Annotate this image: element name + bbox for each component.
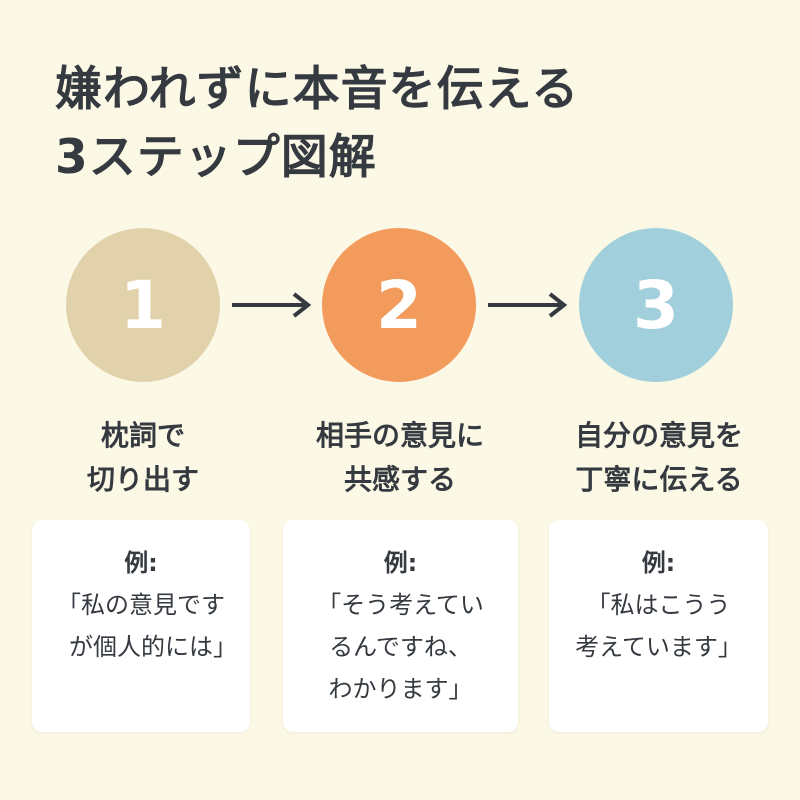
arrow-right-icon (488, 292, 568, 318)
example-label: 例: (641, 549, 676, 577)
example-label: 例: (124, 549, 158, 577)
step-1-circle: 1 (66, 228, 220, 382)
title-line-1: 嫌われずに本音を伝える (55, 62, 580, 117)
example-line: 「そう考えてい (317, 591, 484, 619)
label-line: 自分の意見を (574, 419, 743, 452)
label-line: 共感する (343, 463, 456, 496)
step-2-label: 相手の意見に 共感する (275, 414, 525, 502)
label-line: 丁寧に伝える (575, 463, 743, 496)
example-line: 「私の意見です (57, 591, 225, 619)
example-line: 考えています」 (575, 633, 742, 661)
step-2-example-box: 例: 「そう考えてい るんですね、 わかります」 (283, 520, 518, 732)
label-line: 枕詞で (100, 419, 185, 452)
step-2-circle: 2 (322, 228, 476, 382)
step-3-example-box: 例: 「私はこうう 考えています」 (549, 520, 768, 732)
label-line: 相手の意見に (315, 419, 484, 452)
step-1-example-box: 例: 「私の意見です が個人的には」 (32, 520, 250, 732)
page-title: 嫌われずに本音を伝える 3ステップ図解 (55, 56, 579, 192)
example-line: が個人的には」 (69, 633, 237, 661)
example-line: わかります」 (328, 675, 473, 703)
example-label: 例: (383, 549, 418, 577)
step-3-circle: 3 (579, 228, 733, 382)
step-1-label: 枕詞で 切り出す (18, 414, 268, 502)
title-line-2: 3ステップ図解 (55, 130, 377, 185)
label-line: 切り出す (86, 463, 199, 496)
example-line: るんですね、 (329, 633, 472, 661)
arrow-right-icon (232, 292, 312, 318)
step-3-label: 自分の意見を 丁寧に伝える (534, 414, 784, 502)
example-line: 「私はこうう (586, 591, 731, 619)
